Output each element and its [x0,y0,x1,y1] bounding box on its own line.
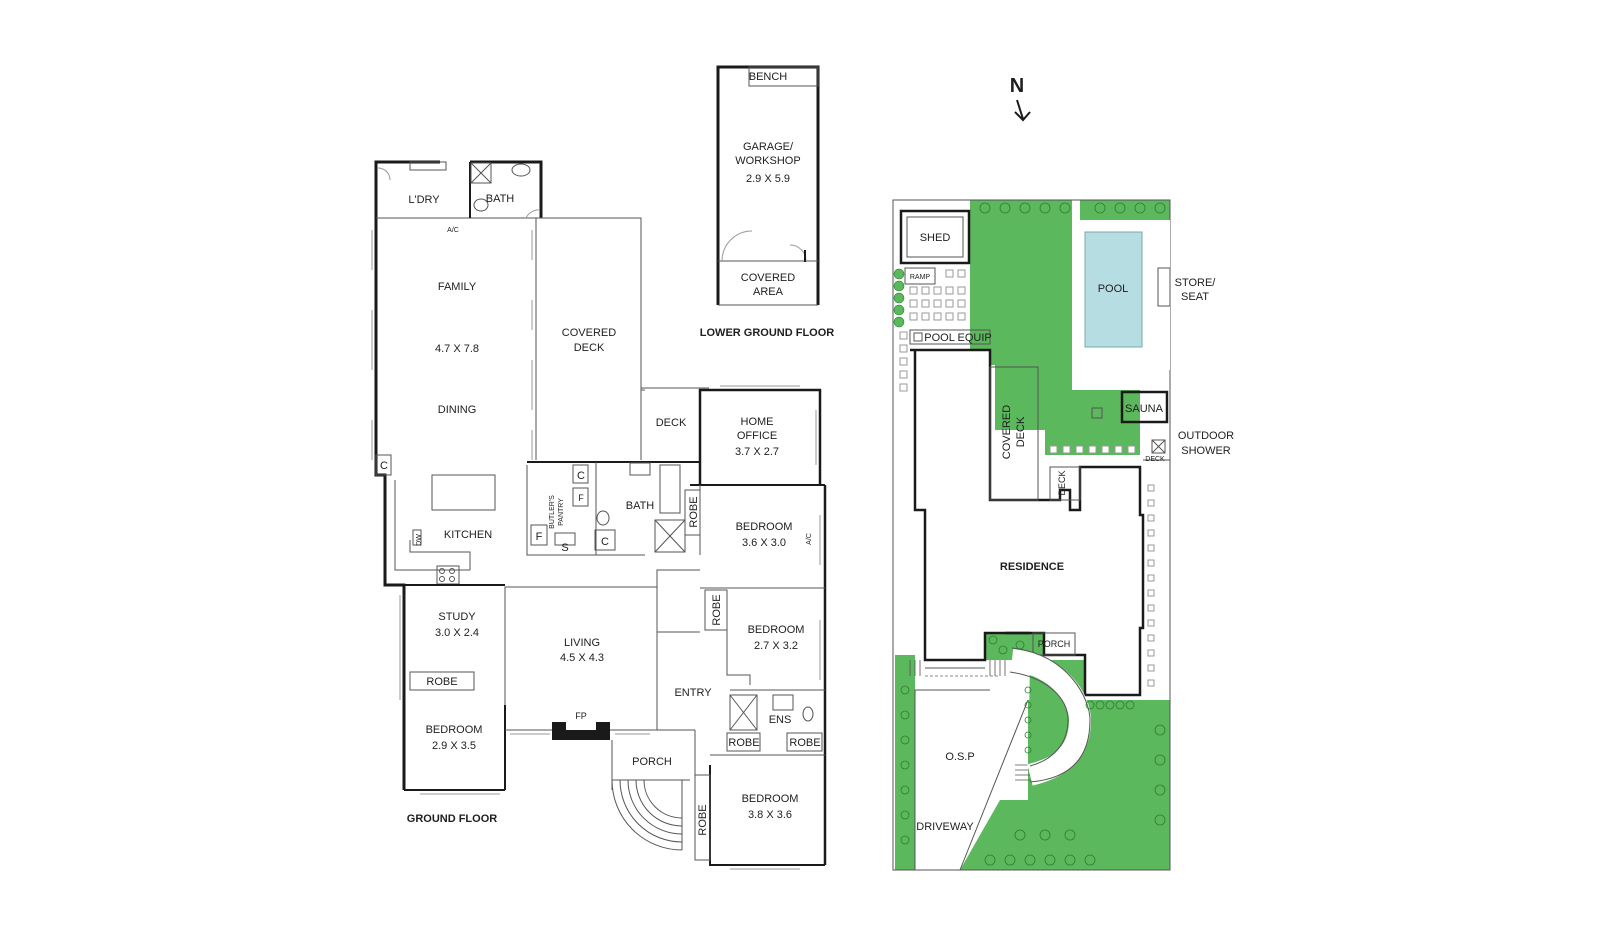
garage-label-1: GARAGE/ [743,141,794,153]
ldry-label: L'DRY [408,194,440,206]
fireplace-label: FP [575,711,587,721]
covered-deck-label-1: COVERED [562,327,616,339]
paving-grid [899,269,1155,687]
covered-deck-label-2: DECK [574,342,605,354]
lawn-south [960,700,1170,870]
ramp-label: RAMP [910,274,931,281]
bedroom2-dims: 2.7 X 3.2 [754,640,798,652]
living-label: LIVING [564,637,600,649]
site-covered-deck-label-1: COVERED [1001,405,1013,459]
covered-area-label-2: AREA [753,286,784,298]
lawn-west [895,655,915,870]
ground-floor: L'DRY BATH A/C FAMILY 4.7 X 7.8 DINING C… [371,160,827,870]
residence-building [910,348,1145,697]
robe-b4-label: ROBE [697,804,709,835]
shed-label: SHED [920,232,951,244]
living-dims: 4.5 X 4.3 [560,652,604,664]
garage-label-2: WORKSHOP [735,155,800,167]
deck-label: DECK [656,417,687,429]
store-seat-label-2: SEAT [1181,291,1209,303]
north-arrow-icon [1014,99,1031,122]
family-dims: 4.7 X 7.8 [435,343,479,355]
dishwasher-label: DW [416,534,423,546]
robe-ens1-label: ROBE [728,737,759,749]
robe-mid-label: ROBE [688,496,700,527]
home-office-label-2: OFFICE [737,430,777,442]
pantry-fridge-label: F [578,493,584,503]
fridge-label: F [536,531,543,543]
bedroom4-label: BEDROOM [742,793,799,805]
outdoor-shower-label-2: SHOWER [1181,445,1231,457]
bedroom1-label: BEDROOM [736,521,793,533]
bedroom3-label: BEDROOM [426,724,483,736]
bath-top-label: BATH [486,193,515,205]
study-dims: 3.0 X 2.4 [435,627,479,639]
family-label: FAMILY [438,281,477,293]
ensuite-label: ENS [769,714,792,726]
site-plan: SHED RAMP POOL STORE/ SEAT POOL EQUIP CO… [892,199,1234,871]
shrub-row [893,268,905,328]
pantry-cupboard-label: C [577,470,585,482]
pool-label: POOL [1098,283,1129,295]
butlers-pantry-label-1: BUTLER'S [549,495,556,529]
cupboard-bottom-label: C [601,536,609,548]
bedroom4-dims: 3.8 X 3.6 [748,809,792,821]
pool [1084,231,1143,348]
osp-label: O.S.P [945,751,974,763]
cupboard-left-label: C [380,460,388,472]
study-label: STUDY [438,611,476,623]
ground-floor-title: GROUND FLOOR [407,813,497,825]
cooktop-icon [436,565,460,585]
covered-area-label-1: COVERED [741,272,795,284]
entry-label: ENTRY [674,687,712,699]
lower-ground-floor-title: LOWER GROUND FLOOR [700,327,834,339]
lower-ground-floor: BENCH GARAGE/ WORKSHOP 2.9 X 5.9 COVERED… [700,65,834,339]
store-seat-label-1: STORE/ [1175,277,1217,289]
bedroom1-dims: 3.6 X 3.0 [742,537,786,549]
sink-label: S [561,542,568,554]
pool-equip-label: POOL EQUIP [924,332,991,344]
butlers-pantry-label-2: PANTRY [558,498,565,526]
ac-top-label: A/C [447,227,459,234]
lawn-north [970,200,1140,455]
bedroom3-dims: 2.9 X 3.5 [432,740,476,752]
driveway-label: DRIVEWAY [916,821,974,833]
north-compass: N [1010,75,1031,122]
porch-label: PORCH [632,756,672,768]
bench-label: BENCH [749,71,788,83]
sauna-label: SAUNA [1125,403,1164,415]
deck-rotated-label: DECK [1057,470,1067,495]
compass-label: N [1010,75,1024,97]
bedroom2-label: BEDROOM [748,624,805,636]
bath-mid-label: BATH [626,500,655,512]
dining-label: DINING [438,404,477,416]
robe-study-label: ROBE [426,676,457,688]
deck-small-label: DECK [1145,456,1165,463]
residence-label: RESIDENCE [1000,561,1064,573]
home-office-label-1: HOME [741,416,774,428]
robe-ens2-label: ROBE [789,737,820,749]
home-office-dims: 3.7 X 2.7 [735,446,779,458]
ac-mid-label: A/C [806,533,813,545]
outdoor-shower-label-1: OUTDOOR [1178,430,1234,442]
site-covered-deck-label-2: DECK [1015,416,1027,447]
site-porch-label: PORCH [1038,639,1071,649]
garage-dims: 2.9 X 5.9 [746,173,790,185]
garden-shrubs [900,202,1166,866]
robe-b2-label: ROBE [711,594,723,625]
kitchen-label: KITCHEN [444,529,492,541]
